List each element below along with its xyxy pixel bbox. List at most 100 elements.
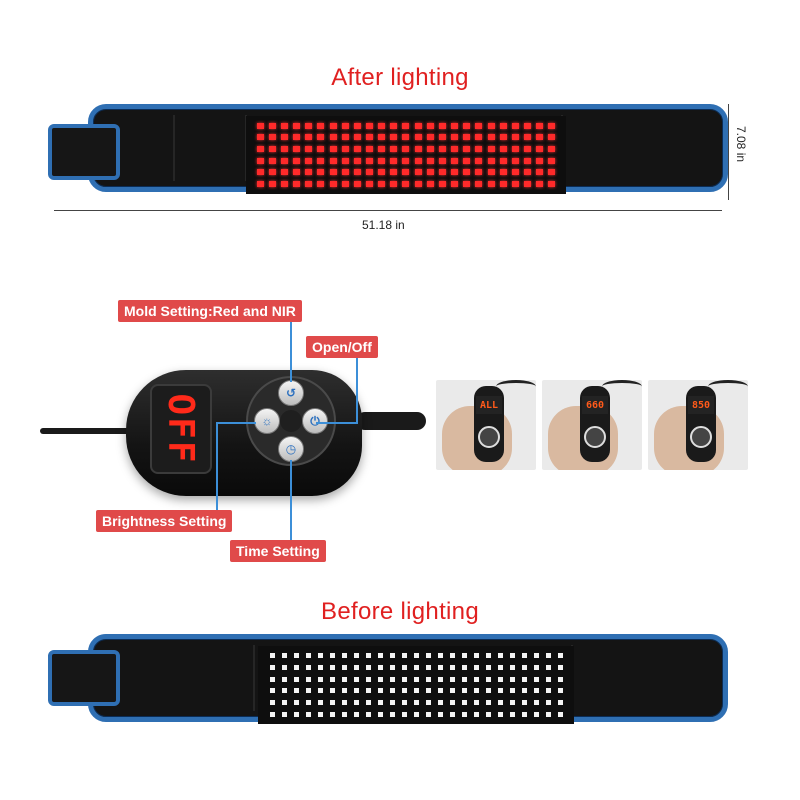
led-dot	[521, 699, 527, 705]
led-dot	[449, 688, 455, 694]
led-dot	[499, 181, 507, 188]
led-dot	[401, 711, 407, 717]
led-dot	[536, 122, 544, 129]
led-dot	[413, 711, 419, 717]
led-dot	[509, 676, 515, 682]
brightness-button[interactable]: ☼	[254, 408, 280, 434]
led-dot	[485, 653, 491, 659]
led-dot	[548, 134, 556, 141]
thumbnail-screen: 660	[582, 396, 608, 414]
led-dot	[524, 157, 532, 164]
belt-seam	[173, 115, 175, 181]
led-dot	[511, 122, 519, 129]
led-dot	[437, 653, 443, 659]
led-dot	[378, 157, 386, 164]
led-dot	[353, 676, 359, 682]
led-dot	[390, 146, 398, 153]
led-dot	[317, 664, 323, 670]
led-dot	[256, 169, 264, 176]
mode-thumbnail-all: ALL	[436, 380, 536, 470]
power-leader-line-h	[316, 422, 358, 424]
led-dot	[389, 711, 395, 717]
led-dot	[377, 653, 383, 659]
belt-seam	[253, 645, 255, 711]
led-dot	[341, 664, 347, 670]
led-dot	[473, 688, 479, 694]
led-dot	[557, 688, 563, 694]
led-dot	[545, 664, 551, 670]
led-dot	[511, 134, 519, 141]
led-dot	[413, 653, 419, 659]
led-dot	[377, 711, 383, 717]
led-dot	[509, 653, 515, 659]
led-dot	[451, 146, 459, 153]
led-dot	[402, 181, 410, 188]
led-dot	[536, 181, 544, 188]
led-dot	[413, 676, 419, 682]
led-dot	[545, 699, 551, 705]
led-dot	[378, 146, 386, 153]
power-button[interactable]: ⏻	[302, 408, 328, 434]
led-dot	[548, 146, 556, 153]
led-dot	[497, 699, 503, 705]
led-dot	[536, 146, 544, 153]
led-dot	[366, 169, 374, 176]
led-dot	[533, 711, 539, 717]
power-icon: ⏻	[310, 413, 320, 428]
led-dot	[533, 688, 539, 694]
led-dot	[487, 169, 495, 176]
led-dot	[475, 134, 483, 141]
led-dot	[305, 134, 313, 141]
led-dot	[449, 653, 455, 659]
led-dot	[425, 711, 431, 717]
led-dot	[256, 157, 264, 164]
led-dot	[341, 122, 349, 129]
led-dot	[268, 122, 276, 129]
led-dot	[365, 653, 371, 659]
led-dot	[293, 169, 301, 176]
led-dot	[305, 653, 311, 659]
led-dot	[485, 664, 491, 670]
led-dot	[475, 146, 483, 153]
led-dot	[451, 169, 459, 176]
mode-button[interactable]: ↺	[278, 380, 304, 406]
led-dot	[280, 169, 288, 176]
led-dot	[305, 122, 313, 129]
led-dot	[317, 688, 323, 694]
thumbnail-button-pad	[584, 426, 606, 448]
led-dot	[269, 664, 275, 670]
led-dot	[414, 157, 422, 164]
led-dot	[475, 169, 483, 176]
led-dot	[475, 181, 483, 188]
led-dot	[293, 653, 299, 659]
led-dot	[378, 134, 386, 141]
led-dot	[449, 664, 455, 670]
led-dot	[485, 688, 491, 694]
led-dot	[281, 676, 287, 682]
led-dot	[461, 653, 467, 659]
led-dot	[329, 711, 335, 717]
led-dot	[463, 146, 471, 153]
led-dot	[269, 688, 275, 694]
led-dot	[389, 676, 395, 682]
led-dot	[509, 664, 515, 670]
led-dot	[463, 157, 471, 164]
led-dot	[487, 122, 495, 129]
led-dot	[341, 688, 347, 694]
led-dot	[341, 676, 347, 682]
thumbnail-button-pad	[478, 426, 500, 448]
led-dot	[353, 699, 359, 705]
led-dot	[426, 134, 434, 141]
led-dot	[426, 169, 434, 176]
led-dot	[487, 146, 495, 153]
led-dot	[487, 134, 495, 141]
led-dot	[461, 664, 467, 670]
led-dot	[499, 157, 507, 164]
led-dot	[281, 711, 287, 717]
led-dot	[499, 146, 507, 153]
led-dot	[256, 134, 264, 141]
led-dot	[463, 122, 471, 129]
led-dot	[413, 699, 419, 705]
led-dot	[293, 711, 299, 717]
time-button[interactable]: ◷	[278, 436, 304, 462]
